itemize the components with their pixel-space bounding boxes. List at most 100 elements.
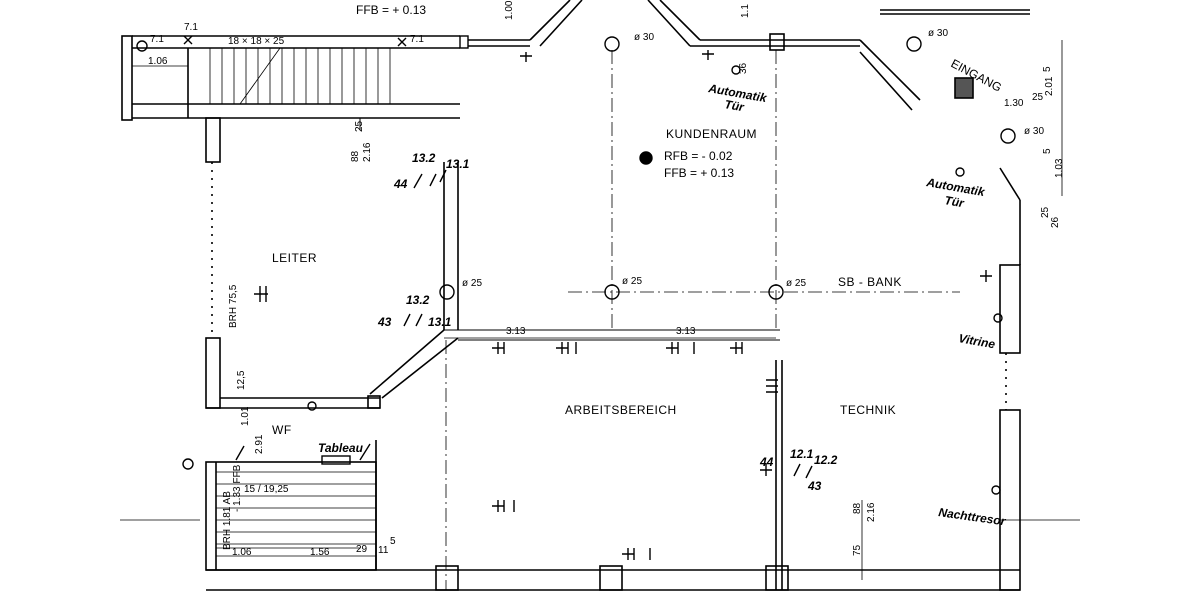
level-ffb: FFB = + 0.13: [664, 166, 734, 180]
room-label-sb-bank: SB - BANK: [838, 275, 902, 289]
hw-nachttresor: Nachttresor: [938, 505, 1008, 528]
dimension-label: 88: [852, 502, 863, 514]
room-label-wf: WF: [272, 423, 292, 437]
socket-symbol: [766, 379, 778, 393]
dimension-label: 1.06: [148, 56, 168, 67]
hw-symbol-number: 13.2: [406, 293, 430, 307]
center-lines: [445, 50, 960, 590]
socket-symbol: [622, 548, 651, 560]
dimension-label: 2.91: [254, 434, 265, 454]
hw-vitrine: Vitrine: [957, 331, 996, 351]
dimension-label: 36: [738, 62, 749, 74]
hw-tableau: Tableau: [318, 441, 364, 455]
socket-symbol: [520, 52, 532, 62]
column-marker: [604, 36, 620, 52]
dimension-label: 1.01: [240, 406, 251, 426]
dimension-label: 25: [1040, 206, 1051, 218]
column-marker: [906, 36, 922, 52]
dimension-label: 1.00: [504, 0, 515, 20]
column-label: ø 25: [622, 276, 642, 287]
hw-symbol-number: 44: [759, 455, 774, 469]
switch-symbol: [403, 313, 423, 327]
socket-symbol: [702, 50, 714, 60]
cross-marker: [183, 35, 407, 47]
column-marker: [1000, 128, 1016, 144]
dimension-labels: 1.06 3.13 3.13 1.56 1.06 29 11 5 2.16 88…: [148, 0, 1065, 558]
column-label: ø 30: [928, 28, 948, 39]
socket-symbol: [254, 286, 268, 302]
room-label-leiter: LEITER: [272, 251, 317, 265]
note-ffb133: - 1.33 FFB: [232, 464, 243, 512]
dimension-label: 75: [852, 544, 863, 556]
columns: [136, 36, 1016, 300]
hw-symbol-number: 44: [393, 177, 408, 191]
room-label-arbeitsbereich: ARBEITSBEREICH: [565, 403, 677, 417]
hw-symbol-number: 12.1: [790, 447, 814, 461]
hw-symbol-number: 13.1: [446, 157, 470, 171]
level-ffb-top: FFB = + 0.13: [356, 3, 426, 17]
room-labels: KUNDENRAUM LEITER ARBEITSBEREICH TECHNIK…: [272, 127, 902, 437]
note-71: 7.1: [410, 34, 424, 45]
hw-symbol-number: 13.2: [412, 151, 436, 165]
dimension-label: 25: [354, 120, 365, 132]
socket-symbol: [556, 342, 577, 354]
column-labels: ø 30 ø 30 ø 30 ø 25 ø 25 ø 25: [462, 28, 1044, 289]
hw-symbol-number: 43: [377, 315, 392, 329]
dimension-label: 5: [390, 536, 396, 547]
switch-symbol: [413, 169, 447, 189]
handwritten-labels: Automatik Tür Automatik Tür Vitrine Nach…: [318, 81, 1008, 529]
switch-symbol: [235, 443, 371, 461]
dimension-label: 1.06: [232, 547, 252, 558]
level-annotations: RFB = - 0.02 FFB = + 0.13 FFB = + 0.13: [356, 3, 734, 180]
dimension-label: 1.56: [310, 547, 330, 558]
dimension-label: 88: [350, 150, 361, 162]
hw-symbol-number: 43: [807, 479, 822, 493]
tableau-box: [321, 455, 351, 465]
column-label: ø 30: [1024, 126, 1044, 137]
lamp-symbol: [731, 65, 741, 75]
socket-symbol: [492, 500, 515, 512]
column-label: ø 30: [634, 32, 654, 43]
socket-symbol: [666, 342, 695, 354]
dimension-label: 3.13: [676, 326, 696, 337]
note-71: 7.1: [184, 22, 198, 33]
dimension-label: 29: [356, 544, 368, 555]
dimension-label: 1.30: [1004, 98, 1024, 109]
dimension-label: 2.16: [866, 502, 877, 522]
lamp-symbol: [182, 458, 194, 470]
dimension-label: 1.1: [740, 4, 751, 18]
elevation-marker: [639, 151, 653, 165]
socket-symbol: [730, 342, 743, 354]
hw-symbol-number: 12.2: [814, 453, 838, 467]
switch-symbol: [793, 463, 813, 479]
dimension-label: 11: [378, 545, 389, 556]
dimension-label: 25: [1032, 92, 1044, 103]
socket-symbol: [980, 270, 992, 282]
column-label: ø 25: [462, 278, 482, 289]
electrical-symbols: [182, 35, 1003, 560]
note-brh181: BRH 1.81 AB: [222, 491, 233, 550]
hw-tuer: Tür: [723, 97, 746, 114]
dimension-label: 3.13: [506, 326, 526, 337]
column-marker: [768, 284, 784, 300]
walls: [121, 0, 1030, 591]
lamp-symbol: [955, 167, 965, 177]
note-stair: 15 / 19,25: [244, 484, 289, 495]
socket-symbol: [760, 464, 772, 476]
lamp-symbol: [307, 401, 317, 411]
room-label-kundenraum: KUNDENRAUM: [666, 127, 757, 141]
elevation-marker: [136, 40, 148, 52]
dimension-label: 12,5: [236, 370, 247, 390]
dimension-lines: [120, 40, 1080, 580]
note-71: 7.1: [150, 34, 164, 45]
dimension-label: 5: [1042, 148, 1053, 154]
room-label-technik: TECHNIK: [840, 403, 896, 417]
dimension-label: 5: [1042, 66, 1053, 72]
note-brh755: BRH 75,5: [228, 284, 239, 328]
dimension-label: 26: [1050, 216, 1061, 228]
note-size: 18 × 18 × 25: [228, 36, 285, 47]
lamp-symbol: [993, 313, 1003, 323]
level-rfb: RFB = - 0.02: [664, 149, 733, 163]
column-marker: [439, 284, 455, 300]
